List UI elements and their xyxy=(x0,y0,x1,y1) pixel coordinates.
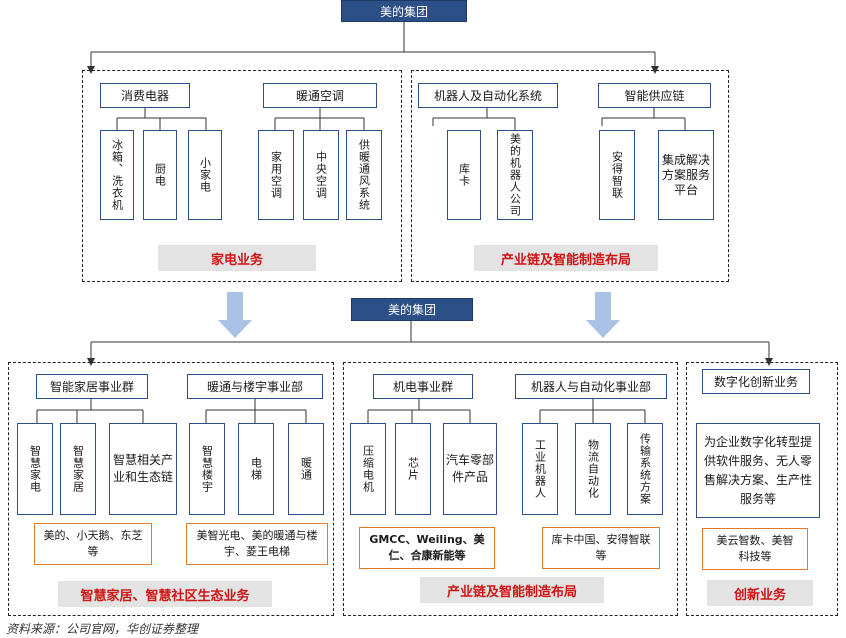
smart-building-box: 智慧楼宇 xyxy=(189,423,225,515)
smart-ecosystem-label: 智慧家居、智慧社区生态业务 xyxy=(58,581,272,607)
innovation-container xyxy=(686,362,838,616)
hvac-building-header: 暖通与楼宇事业部 xyxy=(187,374,323,399)
consumer-electrics-header: 消费电器 xyxy=(100,83,190,108)
annto-box: 安得智联 xyxy=(599,130,635,220)
kuka-box: 库卡 xyxy=(447,130,481,220)
heating-box: 暖通 xyxy=(288,423,324,515)
central-ac-box: 中央空调 xyxy=(303,130,339,220)
smart-home-group-header: 智能家居事业群 xyxy=(36,374,148,399)
industry-chain-container xyxy=(411,70,729,282)
robotics-division-header: 机器人与自动化事业部 xyxy=(515,374,667,399)
robotics-brands: 库卡中国、安得智联等 xyxy=(542,527,660,569)
group-title-top: 美的集团 xyxy=(341,0,467,22)
home-appliance-label: 家电业务 xyxy=(158,245,316,271)
industrial-robot-box: 工业机器人 xyxy=(522,423,558,515)
chip-box: 芯片 xyxy=(395,423,431,515)
midea-robot-company-box: 美的机器人公司 xyxy=(497,130,533,220)
mechatronics-brands: GMCC、Weiling、美仁、合康新能等 xyxy=(359,527,495,569)
hvac-header: 暖通空调 xyxy=(263,83,377,108)
smart-supply-chain-header: 智能供应链 xyxy=(598,83,711,108)
household-ac-box: 家用空调 xyxy=(258,130,294,220)
digital-brands: 美云智数、美智科技等 xyxy=(702,528,808,570)
kitchen-appliance-box: 厨电 xyxy=(143,130,177,220)
transmission-system-box: 传输系统方案 xyxy=(627,423,663,515)
digital-services-box: 为企业数字化转型提供软件服务、无人零售解决方案、生产性服务等 xyxy=(696,423,820,518)
source-note: 资料来源：公司官网，华创证券整理 xyxy=(6,622,199,636)
auto-parts-box: 汽车零部件产品 xyxy=(443,423,497,515)
mechatronics-header: 机电事业群 xyxy=(373,374,473,399)
logistics-automation-box: 物流自动化 xyxy=(575,423,611,515)
small-appliance-box: 小家电 xyxy=(188,130,222,220)
home-appliance-container xyxy=(82,70,402,282)
smart-home-container xyxy=(8,362,334,616)
fridge-washer-box: 冰箱、洗衣机 xyxy=(100,130,134,220)
group-title-bottom: 美的集团 xyxy=(351,298,473,321)
integrated-solution-box: 集成解决方案服务平台 xyxy=(658,130,714,220)
innovation-label: 创新业务 xyxy=(707,580,813,606)
smart-living-box: 智慧家居 xyxy=(60,423,96,515)
industry-chain-label-bottom: 产业链及智能制造布局 xyxy=(420,577,604,603)
industry-chain-label-top: 产业链及智能制造布局 xyxy=(474,245,658,271)
smart-appliance-box: 智慧家电 xyxy=(17,423,53,515)
smart-ecosystem-box: 智慧相关产业和生态链 xyxy=(109,423,177,515)
compressor-motor-box: 压缩电机 xyxy=(350,423,386,515)
hvac-building-brands: 美智光电、美的暖通与楼宇、菱王电梯 xyxy=(186,523,328,565)
elevator-box: 电梯 xyxy=(238,423,274,515)
smart-home-brands: 美的、小天鹅、东芝等 xyxy=(34,523,152,565)
down-arrows xyxy=(218,292,620,338)
digital-innovation-header: 数字化创新业务 xyxy=(702,369,810,394)
manufacturing-container xyxy=(343,362,678,616)
robotics-automation-header: 机器人及自动化系统 xyxy=(418,83,558,108)
heating-ventilation-box: 供暖通风系统 xyxy=(346,130,382,220)
